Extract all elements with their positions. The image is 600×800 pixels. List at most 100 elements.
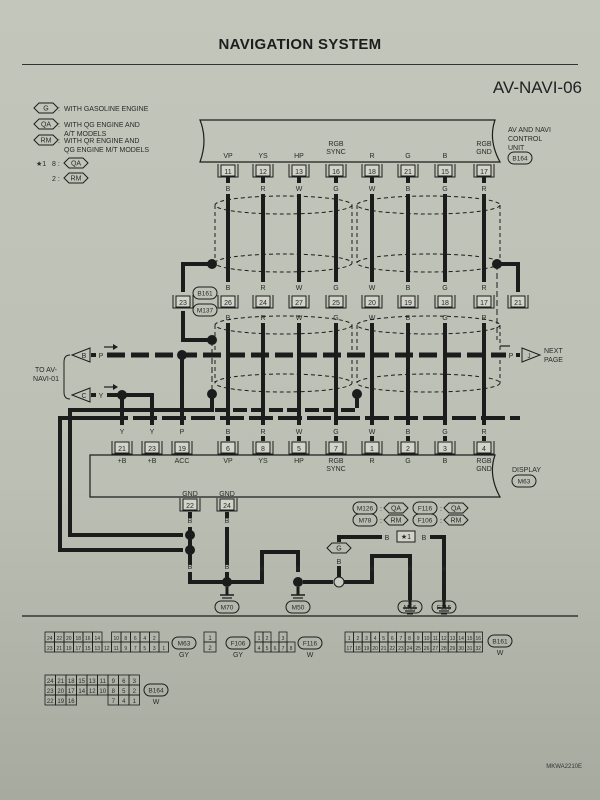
signal-label: GND xyxy=(476,149,492,156)
cavity-number: 17 xyxy=(347,646,353,652)
connector-id-oval xyxy=(397,600,423,614)
display-signal-label: +B xyxy=(118,458,127,465)
cavity-number: 16 xyxy=(68,699,75,705)
connector-id-oval xyxy=(143,683,169,697)
wire-color: B xyxy=(188,564,193,571)
cavity-number: 22 xyxy=(390,646,396,652)
signal-label: B xyxy=(443,153,448,160)
cavity-number: 19 xyxy=(364,646,370,652)
cavity-number: 26 xyxy=(424,646,430,652)
footnote-mark: ★1 xyxy=(36,160,46,168)
cavity-number: 30 xyxy=(458,646,464,652)
display-pin: 3 xyxy=(443,446,447,453)
pin-box xyxy=(328,164,344,177)
joint-pin: 21 xyxy=(514,300,522,307)
control-unit-name: CONTROL xyxy=(508,136,542,143)
joint-pin: 17 xyxy=(480,300,488,307)
pin-housing xyxy=(361,295,383,309)
drain-wire xyxy=(181,311,212,342)
cavity-number: 12 xyxy=(104,646,110,652)
cavity-number: 20 xyxy=(372,646,378,652)
option-symbol-icon xyxy=(443,502,469,514)
connector-view-id: F116 xyxy=(303,641,318,648)
signal-label: HP xyxy=(294,153,304,160)
cavity-number: 25 xyxy=(415,646,421,652)
cavity-number: 23 xyxy=(47,646,53,652)
option-symbol: RM xyxy=(391,518,402,525)
option-colon: : xyxy=(440,518,442,525)
shield-icon xyxy=(214,195,353,215)
joint-pin: 19 xyxy=(404,300,412,307)
gnd-label: GND xyxy=(182,491,198,498)
wire-color: G xyxy=(333,285,338,292)
pin-housing xyxy=(325,295,347,309)
connector-cavity xyxy=(65,694,77,706)
display-signal-label: SYNC xyxy=(326,466,345,473)
wire-color: G xyxy=(333,429,338,436)
connector-id-oval xyxy=(285,600,311,614)
splice-dot xyxy=(207,259,217,269)
connector-id-oval xyxy=(352,513,378,527)
pin-box xyxy=(476,295,492,308)
connector-view-id: M63 xyxy=(178,641,191,648)
option-symbol: QA xyxy=(391,506,401,513)
display-signal-label: GND xyxy=(476,466,492,473)
wire-color: W xyxy=(296,285,303,292)
wire-color: B xyxy=(406,186,411,193)
pin-housing xyxy=(217,295,239,309)
pin-housing xyxy=(361,441,383,455)
joint-pin: 18 xyxy=(441,300,449,307)
pin-housing xyxy=(434,295,456,309)
display-signal-label: RGB xyxy=(328,458,344,465)
control-unit-pin: 16 xyxy=(332,169,340,176)
signal-arrow-icon xyxy=(113,384,118,390)
gnd-pin: 22 xyxy=(186,503,194,510)
wire-color: R xyxy=(481,285,486,292)
pin-box xyxy=(220,441,236,454)
option-symbol-icon xyxy=(33,118,59,130)
connector-id-oval xyxy=(412,513,438,527)
cavity-number: 7 xyxy=(282,646,285,652)
cavity-number: 1 xyxy=(348,636,351,642)
cavity-number: 7 xyxy=(112,699,116,705)
pin-box xyxy=(510,295,526,308)
offpage-arrow-icon xyxy=(521,347,542,363)
wire xyxy=(188,550,300,584)
wire-color: B xyxy=(406,285,411,292)
connector-id-oval xyxy=(171,636,197,650)
offpage-label: NEXT xyxy=(544,348,563,355)
cavity-number: 10 xyxy=(99,689,106,695)
cavity-number: 17 xyxy=(68,689,75,695)
cavity-number: 4 xyxy=(258,646,261,652)
display-pin: 2 xyxy=(406,446,410,453)
cavity-number: 21 xyxy=(56,646,62,652)
display-connector: M63 xyxy=(518,479,531,486)
connector-id-oval xyxy=(297,636,323,650)
joint-pin: 27 xyxy=(295,300,303,307)
option-colon: : xyxy=(380,518,382,525)
inline-connector-label: ★1 xyxy=(401,533,411,541)
pin-box xyxy=(255,295,271,308)
ground-label: F115 xyxy=(437,605,452,612)
cavity-number: 17 xyxy=(75,646,81,652)
cavity-number: 8 xyxy=(112,689,116,695)
option-symbol: G xyxy=(336,546,341,553)
cavity-number: 19 xyxy=(57,699,64,705)
pin-box xyxy=(255,441,271,454)
wire-color: B xyxy=(406,315,411,322)
connector-id-oval xyxy=(487,634,513,648)
display-signal-label: VP xyxy=(223,458,233,465)
connector-cavity xyxy=(473,641,484,653)
legend-text: WITH QG ENGINE AND xyxy=(64,122,140,129)
cavity-number: 15 xyxy=(85,646,91,652)
cavity-number: 24 xyxy=(47,636,53,642)
wire-color: B xyxy=(226,285,231,292)
cavity-number: 32 xyxy=(476,646,482,652)
option-symbol: QA xyxy=(451,506,461,513)
legend-colon: : xyxy=(58,122,60,129)
signal-label: YS xyxy=(258,153,268,160)
pin-box xyxy=(328,295,344,308)
inline-connector xyxy=(396,530,416,543)
option-connector: M78 xyxy=(359,518,372,525)
